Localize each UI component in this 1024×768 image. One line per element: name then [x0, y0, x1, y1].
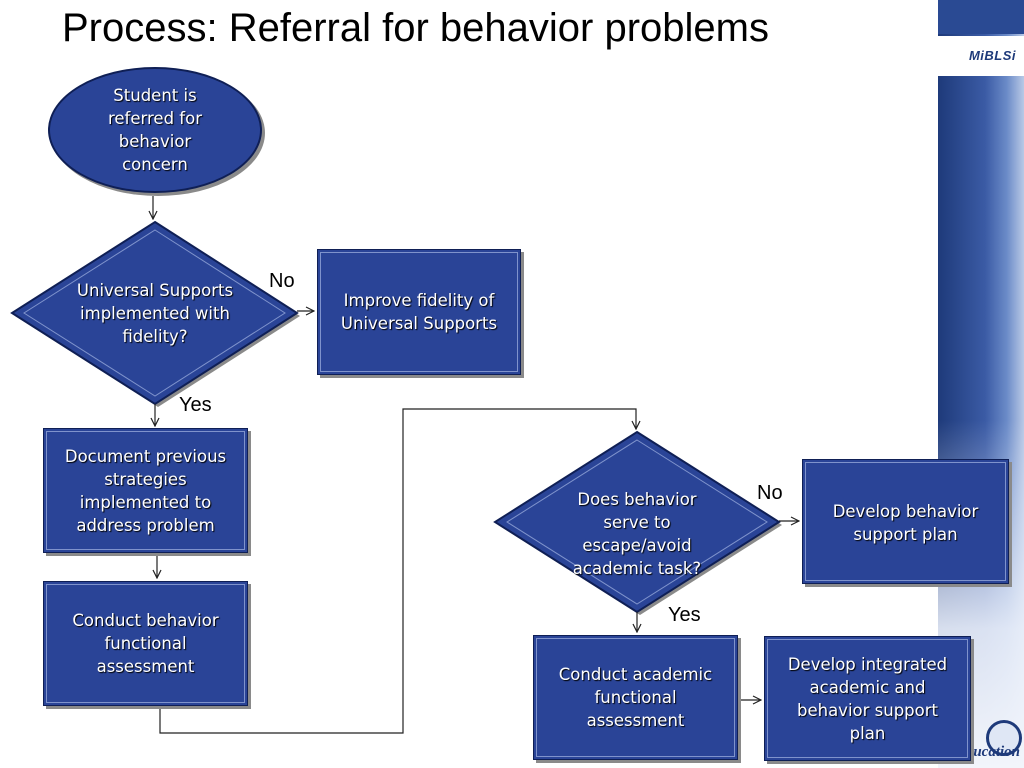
behavior-plan-text: Develop behavior support plan	[832, 502, 979, 544]
academic-fba-text: Conduct academic functional assessment	[558, 665, 713, 730]
logo-strip	[938, 36, 1024, 76]
escape-decision-text: Does behavior serve to escape/avoid acad…	[572, 490, 702, 578]
document-strategies-box: Document previous strategies implemented…	[43, 428, 248, 553]
seal-icon	[986, 720, 1022, 756]
page-title: Process: Referral for behavior problems	[62, 6, 769, 50]
referral-text: Student is referred for behavior concern	[107, 86, 202, 174]
yes-label-universal: Yes	[179, 394, 212, 416]
sidebar-top-band	[938, 0, 1024, 34]
integrated-plan-box: Develop integrated academic and behavior…	[764, 636, 971, 761]
referral-oval: Student is referred for behavior concern	[48, 67, 262, 193]
improve-fidelity-text: Improve fidelity of Universal Supports	[340, 291, 498, 333]
universal-decision-text: Universal Supports implemented with fide…	[76, 280, 234, 346]
yes-label-escape: Yes	[668, 604, 701, 626]
no-label-escape: No	[757, 482, 783, 504]
academic-fba-box: Conduct academic functional assessment	[533, 635, 738, 760]
behavior-fba-box: Conduct behavior functional assessment	[43, 581, 248, 706]
improve-fidelity-box: Improve fidelity of Universal Supports	[317, 249, 521, 375]
no-label-universal: No	[269, 270, 295, 292]
corner-logo-text: Education	[955, 744, 1020, 760]
behavior-plan-box: Develop behavior support plan	[802, 459, 1009, 584]
integrated-plan-text: Develop integrated academic and behavior…	[787, 654, 948, 743]
document-strategies-text: Document previous strategies implemented…	[64, 446, 227, 535]
behavior-fba-text: Conduct behavior functional assessment	[72, 611, 219, 676]
miblsi-logo: MiBLSi	[968, 48, 1016, 63]
